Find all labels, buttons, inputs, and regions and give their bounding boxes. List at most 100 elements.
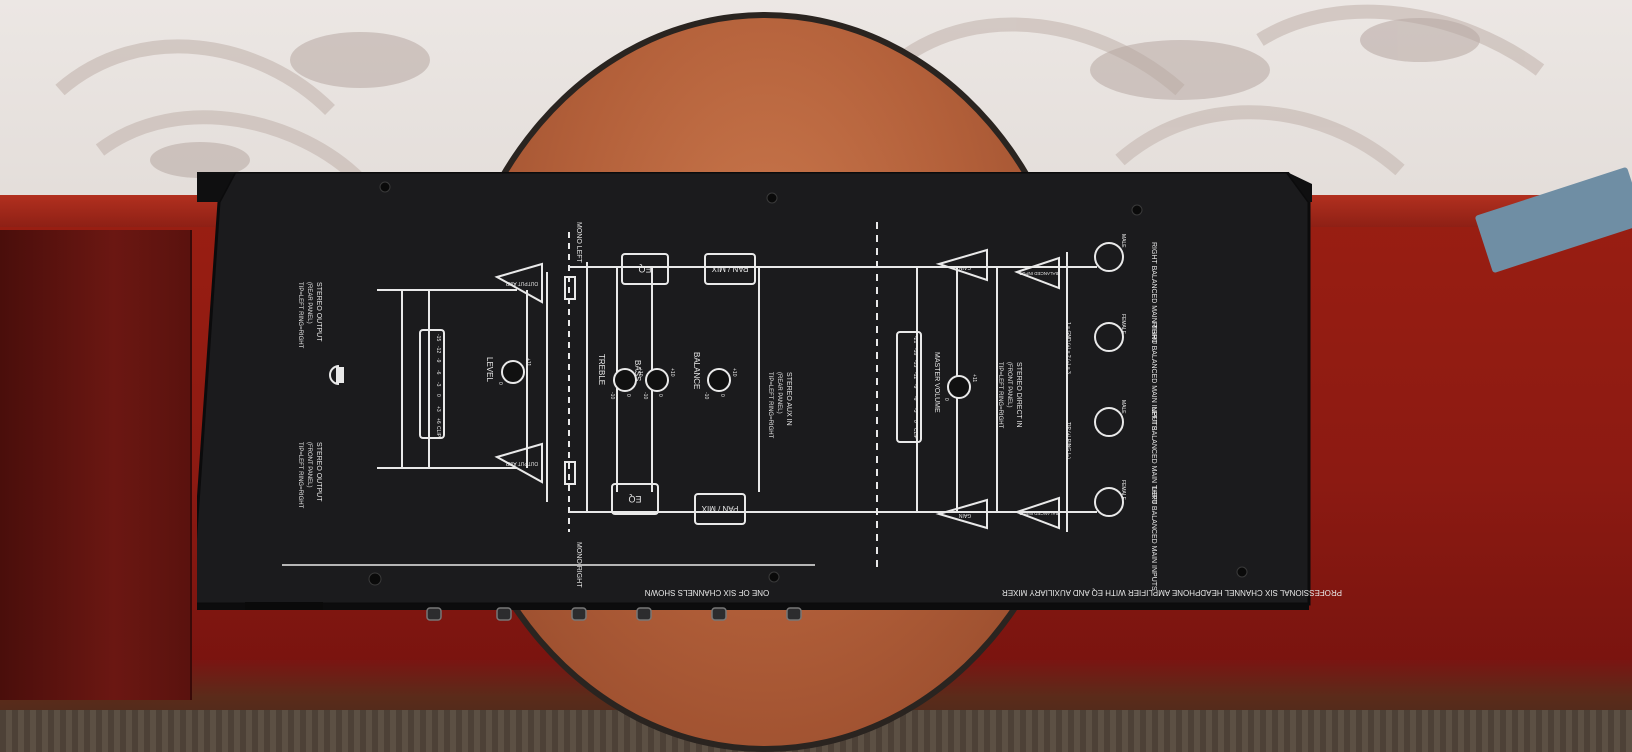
front-jack-row (426, 607, 802, 621)
left-main-thru-label: LEFT BALANCED MAIN THRU (1150, 407, 1157, 504)
master-volume-knob-icon (947, 375, 971, 399)
level-knob-icon (501, 360, 525, 384)
balance-label: BALANCE (692, 352, 701, 389)
female-label-left: FEMALE (1120, 480, 1126, 501)
treble-scale-max: +10 (637, 368, 643, 377)
meter-tick: -3 (435, 382, 441, 387)
panmix-top-label: PAN / MIX (711, 264, 748, 273)
male-label-right: MALE (1120, 234, 1126, 248)
balanced-input-top-label: BALANCED INPUT (1019, 271, 1058, 276)
screw (768, 571, 780, 583)
screw (379, 181, 391, 193)
meter-tick: +6 (435, 418, 441, 424)
mono-left-label: MONO LEFT (575, 222, 582, 264)
stereo-aux-in-sub: (REAR PANEL) (776, 372, 782, 414)
panmix-bottom-label: PAN / MIX (701, 504, 738, 513)
meter-tick: -15 (435, 334, 441, 341)
meter-channel-scale: -15 -12 -9 -6 -3 0 +3 +6 CLIP (435, 334, 441, 438)
level-scale-min: 0 (497, 382, 503, 385)
meter-tick: +3 (435, 406, 441, 412)
amplifier-top-panel: ONE OF SIX CHANNELS SHOWN PROFESSIONAL S… (197, 172, 1342, 621)
gain-amp-bottom (935, 498, 988, 530)
meter-tick: 0 (912, 420, 918, 423)
chassis-front-lip (197, 604, 1309, 610)
pin-assignment-label: 1 = GND (+) = 2 (−) = 3 (1065, 322, 1071, 374)
tip-ring-assignment-label: TIP (+) RING (−) (1065, 422, 1071, 459)
bass-scale-min: -10 (642, 392, 648, 399)
meter-tick: -12 (435, 346, 441, 353)
output-amp-top-label: OUTPUT AMP (505, 280, 538, 286)
eq-bottom-label: EQ (628, 494, 641, 504)
front-jack (786, 607, 802, 621)
mono-right-label: MONO RIGHT (575, 542, 582, 588)
eq-top-label: EQ (638, 264, 651, 274)
bass-scale-max: +10 (669, 368, 675, 377)
meter-tick: -6 (435, 370, 441, 375)
stereo-direct-in-label: STEREO DIRECT IN (1015, 362, 1022, 428)
headphone-icon (329, 365, 344, 385)
output-amp-bottom-label: OUTPUT AMP (505, 460, 538, 466)
screw (1236, 566, 1248, 578)
xlr-right-input (1094, 322, 1124, 352)
screw (766, 192, 778, 204)
screws (368, 181, 1248, 586)
balance-scale-min: -10 (703, 392, 709, 399)
bass-label: BASS (633, 360, 642, 381)
meter-tick: CLIP (435, 426, 441, 438)
balanced-input-bottom-label: BALANCED INPUT (1019, 511, 1058, 516)
front-jack (571, 607, 587, 621)
front-jack (636, 607, 652, 621)
balance-scale-mid: 0 (719, 394, 725, 397)
output-amp-bottom (494, 442, 543, 484)
treble-scale-min: -10 (609, 392, 615, 399)
panmix-block-top (704, 253, 756, 285)
mono-switch-bottom (564, 461, 576, 485)
knob-scales: 0 +11 -10 0 +10 -10 0 +10 -10 0 +10 0 +1… (497, 358, 977, 401)
meter-tick: -15 (912, 360, 918, 367)
treble-label: TREBLE (597, 354, 606, 385)
meter-master-scale: -21 -18 -15 -12 -9 -6 -3 0 CLIP (912, 336, 918, 440)
right-main-thru-label: RIGHT BALANCED MAIN THRU (1150, 242, 1157, 344)
gain-bottom-label: GAIN (959, 512, 972, 518)
chassis-top (197, 172, 1311, 606)
meter-tick: -18 (912, 348, 918, 355)
stereo-output-bottom-pins: TIP=LEFT RING=RIGHT (297, 442, 303, 509)
gain-top-label: GAIN (959, 264, 972, 270)
stereo-output-bottom-label: STEREO OUTPUT (315, 442, 322, 502)
balance-scale-max: +10 (731, 368, 737, 377)
panmix-block-bottom (694, 493, 746, 525)
meter-tick: -12 (912, 372, 918, 379)
female-label-right: FEMALE (1120, 314, 1126, 335)
stereo-output-bottom-sub: (FRONT PANEL) (306, 442, 312, 487)
xlr-left-thru (1094, 407, 1124, 437)
meter-tick: -6 (912, 396, 918, 401)
stereo-output-top-pins: TIP=LEFT RING=RIGHT (297, 282, 303, 349)
meter-tick: 0 (435, 394, 441, 397)
master-scale-max: +11 (971, 374, 977, 382)
wooden-cabinet (0, 230, 192, 700)
front-jack (426, 607, 442, 621)
eq-block-top (621, 253, 669, 285)
master-volume-label: MASTER VOLUME (933, 352, 940, 413)
bass-knob-icon (645, 368, 669, 392)
rack-ear-left (197, 172, 235, 202)
caption-right: PROFESSIONAL SIX CHANNEL HEADPHONE AMPLI… (1002, 588, 1342, 597)
balanced-input-amp-bottom (1014, 496, 1060, 530)
stereo-direct-in-sub: (FRONT PANEL) (1006, 362, 1012, 407)
treble-knob-icon (613, 368, 637, 392)
stereo-direct-in-pins: TIP=LEFT RING=RIGHT (997, 362, 1003, 429)
stereo-output-top-sub: (REAR PANEL) (306, 282, 312, 324)
bass-scale-mid: 0 (657, 394, 663, 397)
gain-amp-top (935, 248, 988, 282)
panel-labels: ONE OF SIX CHANNELS SHOWN PROFESSIONAL S… (282, 222, 1342, 597)
meter-tick: -9 (435, 358, 441, 363)
mono-switch-top (564, 276, 576, 300)
meter-channel (419, 329, 445, 439)
caption-left: ONE OF SIX CHANNELS SHOWN (645, 588, 770, 597)
knob-graphics (501, 360, 971, 399)
meter-tick: -21 (912, 336, 918, 343)
output-amp-top (494, 262, 543, 304)
rack-ear-right (1287, 172, 1312, 202)
male-label-left: MALE (1120, 400, 1126, 414)
left-main-inputs-label: LEFT BALANCED MAIN INPUTS (1150, 487, 1157, 591)
